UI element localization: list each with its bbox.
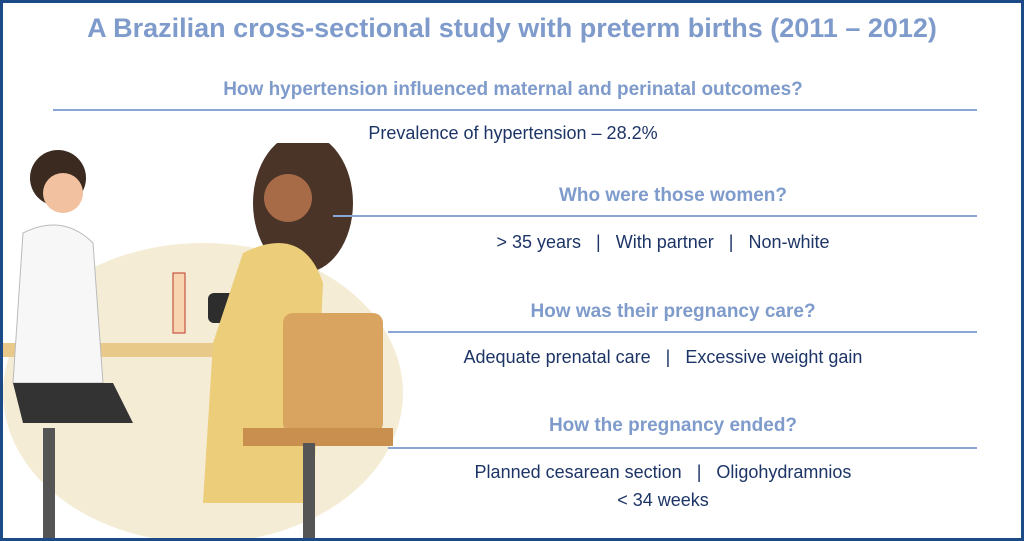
prevalence-text: Prevalence of hypertension – 28.2% [368,123,658,143]
infographic-title: A Brazilian cross-sectional study with p… [87,13,937,43]
ending-gestational-age: < 34 weeks [617,490,709,510]
divider [388,447,977,449]
section-heading-outcomes: How hypertension influenced maternal and… [223,79,803,100]
divider [53,109,977,111]
divider [388,331,977,333]
ending-outcomes: Planned cesarean section | Oligohydramni… [474,462,852,482]
section-heading-women: Who were those women? [558,185,788,206]
section-heading-care: How was their pregnancy care? [530,301,816,322]
doctor-patient-illustration [3,143,403,538]
women-characteristics: > 35 years | With partner | Non-white [496,232,830,252]
care-characteristics: Adequate prenatal care | Excessive weigh… [463,347,863,367]
section-heading-ending: How the pregnancy ended? [548,415,798,436]
divider [333,215,977,217]
